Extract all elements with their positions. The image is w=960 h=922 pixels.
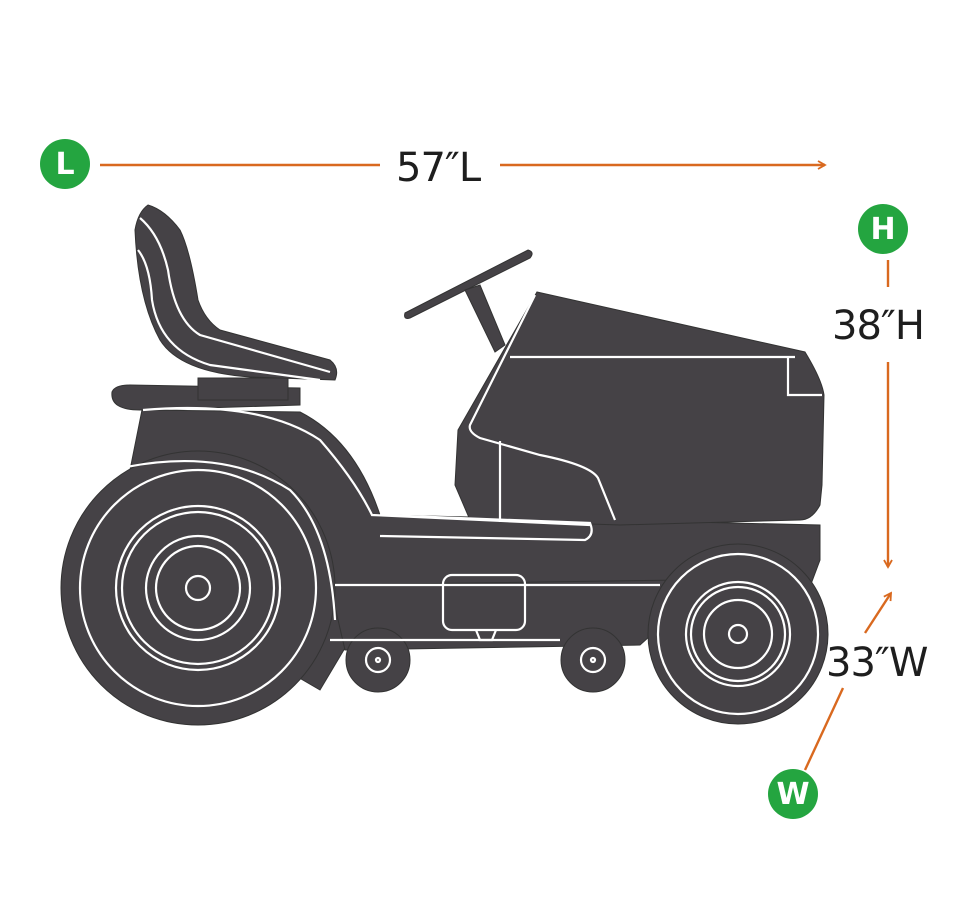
- width-label: 33″W: [826, 640, 928, 686]
- deck-wheel-left: [345, 627, 411, 693]
- front-wheel: [647, 543, 829, 725]
- hood: [454, 291, 825, 526]
- height-badge-icon: H: [858, 204, 908, 254]
- width-arrow: [803, 591, 893, 771]
- steering-wheel: [404, 249, 533, 319]
- deck-wheel-right: [560, 627, 626, 693]
- height-label: 38″H: [832, 303, 925, 349]
- seat: [134, 204, 338, 381]
- rear-wheel: [60, 450, 336, 726]
- length-badge-icon: L: [40, 139, 90, 189]
- length-label: 57″L: [396, 145, 481, 191]
- width-badge-icon: W: [768, 769, 818, 819]
